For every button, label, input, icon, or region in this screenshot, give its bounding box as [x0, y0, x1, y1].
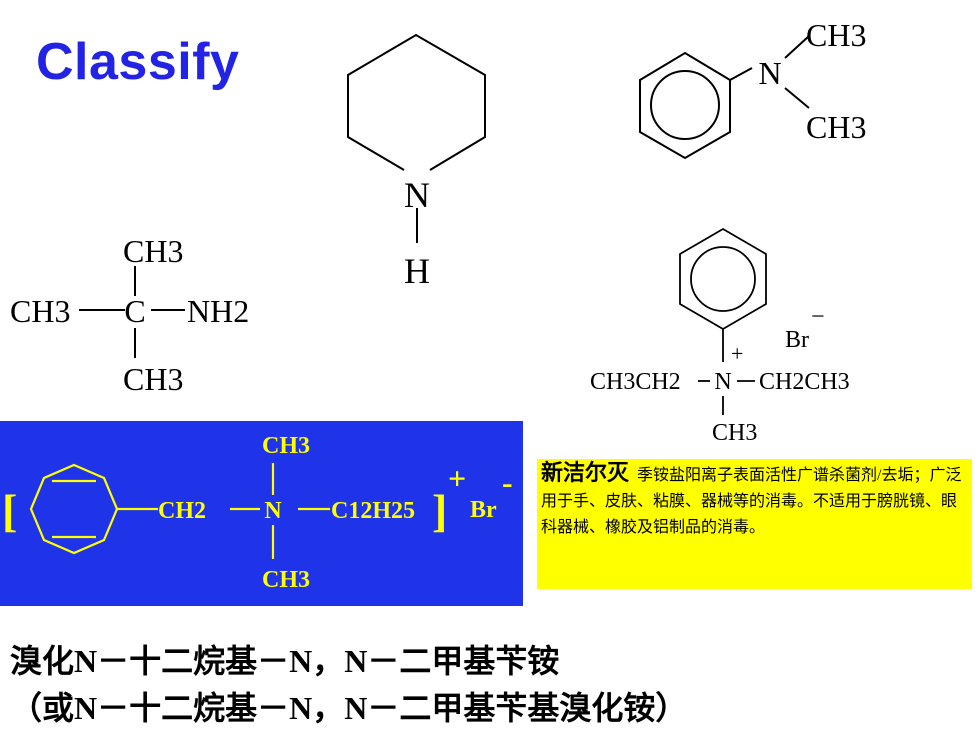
benzalkonium-c12h25: C12H25	[331, 498, 415, 524]
benzalkonium-n: N	[264, 498, 282, 524]
tbutyl-c: C	[124, 293, 145, 329]
benzalkonium-br: Br	[470, 497, 497, 523]
benzalkonium-bracket-open: [	[2, 485, 17, 536]
benzalkonium-bracket-close: ]	[432, 485, 447, 536]
info-box-name: 新洁尔灭	[541, 460, 630, 485]
dimethylaniline-structure: N CH3 CH3	[639, 17, 866, 160]
piperidine-n: N	[404, 175, 430, 215]
tbutyl-ch3-top: CH3	[123, 233, 183, 269]
benzalkonium-box: [ CH2 N C12H25 ] + Br - CH3 CH3	[0, 421, 523, 606]
slide-title: Classify	[36, 33, 240, 91]
aniline-n: N	[758, 55, 781, 91]
tbutylamine-structure: CH3 CH3 C NH2 CH3	[10, 233, 249, 397]
chemical-name-line1: 溴化N－十二烷基－N，N－二甲基苄铵	[10, 643, 560, 679]
benzalkonium-minus: -	[502, 464, 513, 500]
aniline-ch3-bottom: CH3	[806, 109, 866, 145]
chemical-name-line2: （或N－十二烷基－N，N－二甲基苄基溴化铵）	[10, 690, 688, 726]
info-box: 新洁尔灭季铵盐阳离子表面活性广谱杀菌剂/去垢；广泛用于手、皮肤、粘膜、器械等的消…	[537, 459, 972, 589]
benzalkonium-ch2: CH2	[158, 498, 206, 524]
quat-n: N	[714, 369, 731, 395]
benzalkonium-ch3-top: CH3	[262, 433, 310, 459]
quat-ch3: CH3	[712, 420, 757, 446]
info-box-description: 季铵盐阳离子表面活性广谱杀菌剂/去垢；广泛用于手、皮肤、粘膜、器械等的消毒。不适…	[541, 467, 962, 536]
tbutyl-nh2: NH2	[187, 293, 249, 329]
quat-n-charge: +	[731, 341, 743, 366]
quaternary-ammonium-structure: + Br − CH3CH2 N CH2CH3 CH3	[590, 227, 850, 446]
tbutyl-ch3-bottom: CH3	[123, 361, 183, 397]
quat-left-group: CH3CH2	[590, 369, 681, 395]
quat-right-group: CH2CH3	[759, 369, 850, 395]
tbutyl-ch3-left: CH3	[10, 293, 70, 329]
piperidine-h: H	[404, 251, 430, 291]
aniline-ch3-top: CH3	[806, 17, 866, 53]
quat-br-charge: −	[811, 304, 825, 330]
benzalkonium-plus: +	[448, 460, 466, 496]
quat-br: Br	[785, 327, 809, 353]
benzalkonium-ch3-bottom: CH3	[262, 567, 310, 593]
piperidine-structure: N H	[347, 33, 486, 291]
benzalkonium-structure: [ CH2 N C12H25 ] + Br - CH3 CH3	[2, 433, 513, 593]
